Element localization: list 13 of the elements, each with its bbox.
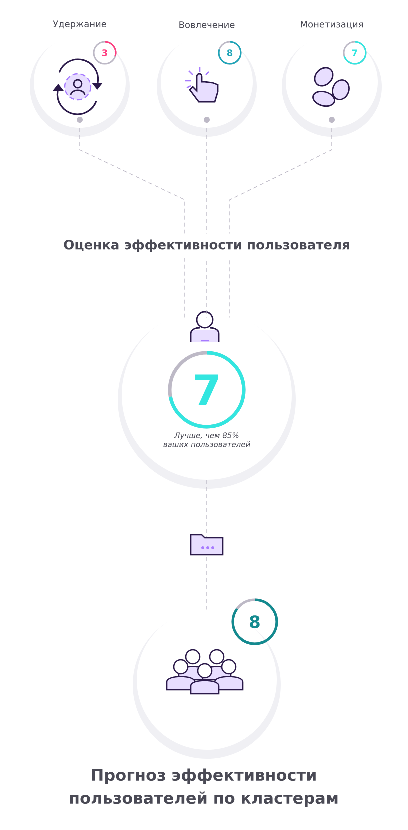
score-ring: 8 [218, 41, 242, 65]
dashed-connector [206, 480, 208, 610]
category-title: Удержание [53, 20, 106, 30]
score-ring: 3 [93, 41, 117, 65]
heading: Оценка эффективности пользователя [60, 234, 354, 258]
dashed-connector [230, 128, 332, 318]
score-ring: 7 [168, 351, 246, 429]
category-title: Вовлечение [180, 22, 235, 28]
dashed-connector [80, 128, 186, 318]
score-ring: 7 [343, 41, 367, 65]
dashed-connector [206, 128, 208, 318]
score-ring: 8 [232, 598, 278, 646]
category-title: Монетизация [301, 21, 363, 29]
